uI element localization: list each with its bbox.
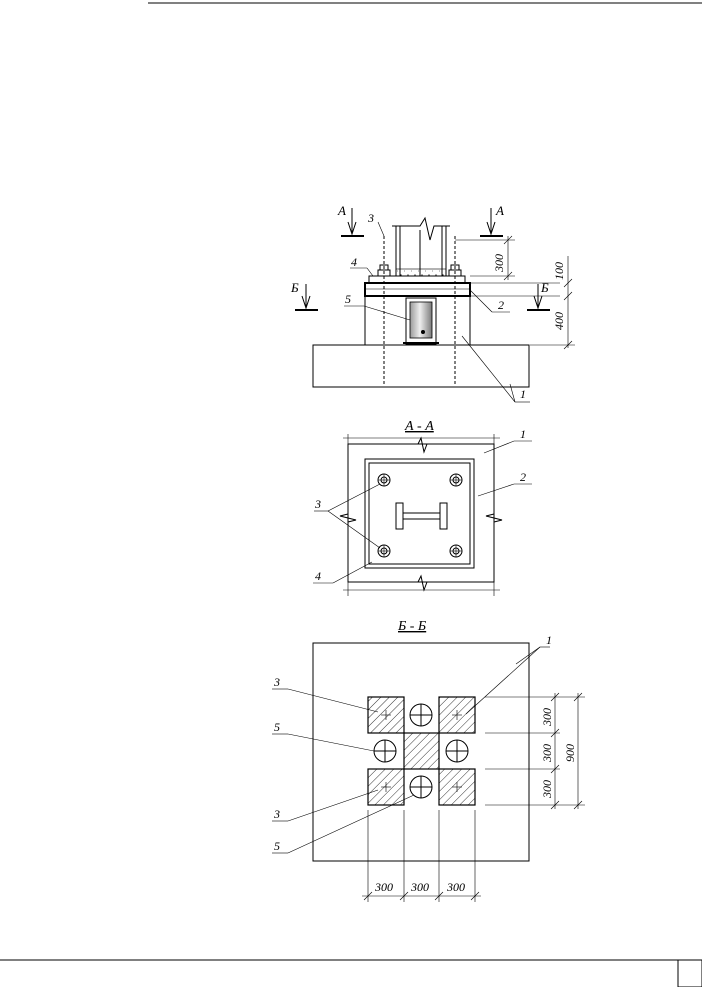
anchor-bolt-left [377, 236, 391, 384]
plan-bb-horizontal-dims: 300 300 300 [362, 810, 481, 902]
callout-aa-3: 3 [314, 497, 321, 511]
dim-rod-300: 300 [455, 235, 515, 281]
section-label-b-left: Б [290, 280, 299, 295]
callout-elev-3: 3 [367, 211, 374, 225]
section-label-b-right: Б [540, 280, 549, 295]
callout-elev-2: 2 [498, 298, 504, 312]
dim-cap-400-text: 400 [552, 312, 566, 330]
plan-aa-break-left [339, 513, 357, 523]
column-weld [395, 268, 447, 277]
foundation-slab [312, 344, 530, 388]
plan-b-b: Б - Б [272, 619, 585, 902]
section-mark-b-right: Б [527, 280, 550, 311]
dim-bb-v-1: 300 [540, 708, 554, 727]
elevation-view: А А Б Б 300 [290, 203, 575, 403]
callout-aa-4: 4 [315, 569, 321, 583]
plan-b-b-title: Б - Б [397, 619, 426, 634]
column-break-line [392, 216, 450, 241]
plan-aa-slab [347, 443, 495, 583]
dim-bb-v-3: 300 [540, 780, 554, 799]
dim-bb-h-2: 300 [410, 880, 429, 894]
jack-circle-top [409, 703, 433, 727]
dim-bb-h-3: 300 [446, 880, 465, 894]
plan-a-a: А - А 3 4 1 [313, 419, 532, 596]
callout-elev-1: 1 [520, 387, 526, 401]
anchor-bolt-right [448, 236, 462, 384]
plan-aa-i-beam [395, 502, 448, 530]
plan-aa-base-plate [364, 458, 475, 569]
section-mark-a-left: А [337, 203, 364, 237]
plan-aa-break-bottom [417, 574, 428, 592]
callout-aa-1: 1 [520, 427, 526, 441]
callouts-plan-bb: 3 5 3 5 1 [272, 633, 552, 854]
plan-aa-top-plate [368, 462, 471, 565]
plan-a-a-title: А - А [404, 419, 434, 434]
plan-aa-bolt-tl [377, 473, 391, 487]
dim-plate-100-text: 100 [552, 262, 566, 280]
page-number-box [677, 959, 702, 987]
plan-bb-slab [312, 642, 530, 862]
base-plate-upper [368, 275, 466, 284]
pile-cross-marks [381, 710, 462, 792]
plan-aa-bolt-tr [449, 473, 463, 487]
jack-cylinder [409, 301, 433, 339]
jack-valve-icon [421, 330, 425, 334]
dim-bb-h-1: 300 [374, 880, 393, 894]
plan-aa-bolt-br [449, 544, 463, 558]
callout-bb-5a: 5 [274, 720, 280, 734]
pile-top-left [367, 696, 405, 734]
callout-elev-5: 5 [345, 292, 351, 306]
dim-rod-300-text: 300 [492, 254, 506, 273]
dim-plate-100: 100 400 [530, 256, 575, 350]
section-label-a-left: А [337, 203, 346, 218]
callout-bb-3a: 3 [273, 675, 280, 689]
callout-bb-1: 1 [546, 633, 552, 647]
jack-circle-right [445, 739, 469, 763]
section-mark-a-right: А [480, 203, 504, 237]
callout-elev-4: 4 [351, 255, 357, 269]
section-mark-b-left: Б [290, 280, 318, 311]
dim-bb-v-2: 300 [540, 744, 554, 763]
plan-aa-break-right [485, 513, 503, 523]
callout-bb-3b: 3 [273, 807, 280, 821]
plan-bb-vertical-dims: 300 300 300 900 [485, 692, 585, 810]
callout-aa-2: 2 [520, 470, 526, 484]
jack-circle-bottom [409, 775, 433, 799]
callouts-elevation: 3 4 5 2 1 [344, 211, 530, 403]
plan-aa-bolt-bl [377, 544, 391, 558]
base-plate-lower [364, 282, 471, 297]
plan-aa-break-top [417, 436, 428, 454]
section-label-a-right: А [495, 203, 504, 218]
jack-circle-left [373, 739, 397, 763]
dim-bb-total: 900 [563, 744, 577, 762]
pile-center [403, 732, 440, 770]
callout-bb-5b: 5 [274, 839, 280, 853]
